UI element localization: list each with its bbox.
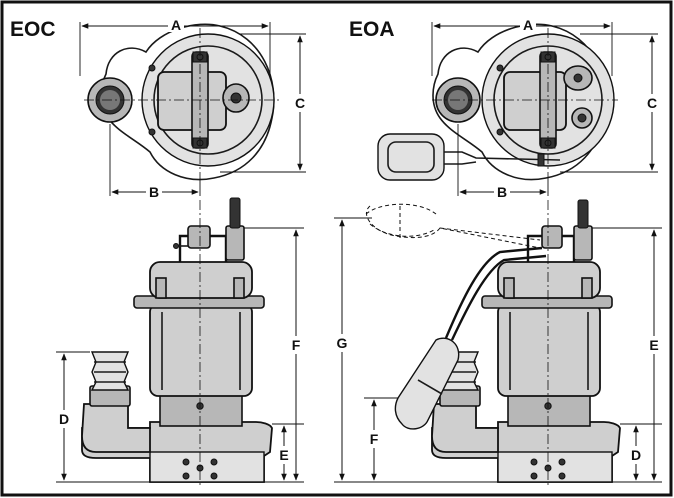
eoa-dim-g: G <box>334 217 498 483</box>
svg-text:B: B <box>149 184 159 200</box>
eoc-dim-b: B <box>109 124 201 200</box>
svg-text:F: F <box>370 431 379 447</box>
eoa-dim-b: B <box>457 124 549 200</box>
eoc-front-view <box>81 197 273 488</box>
svg-text:A: A <box>171 17 181 33</box>
svg-text:E: E <box>649 337 658 353</box>
eoa-top-view <box>377 23 618 181</box>
eoa-dim-c: C <box>560 33 660 173</box>
svg-text:C: C <box>647 95 657 111</box>
svg-text:F: F <box>292 337 301 353</box>
eoc-dim-d: D <box>56 351 150 483</box>
eoa-title: EOA <box>349 18 395 41</box>
eoc-dim-e: E <box>264 423 304 483</box>
svg-text:D: D <box>59 411 69 427</box>
eoa-dim-e: E <box>592 227 662 481</box>
svg-text:E: E <box>279 447 288 463</box>
eoa-dim-f: F <box>364 397 398 481</box>
eoa-dim-a: A <box>431 16 613 76</box>
svg-text:C: C <box>295 95 305 111</box>
eoc-title: EOC <box>10 18 56 41</box>
eoc-dim-c: C <box>220 33 308 173</box>
svg-text:G: G <box>337 335 348 351</box>
eoa-dim-d: D <box>612 423 662 483</box>
eoc-dim-f: F <box>244 227 304 481</box>
eoa-front-view <box>365 199 621 488</box>
eoc-dim-a: A <box>79 16 271 76</box>
svg-text:D: D <box>631 447 641 463</box>
eoc-top-view <box>84 23 282 181</box>
svg-text:B: B <box>497 184 507 200</box>
svg-text:A: A <box>523 17 533 33</box>
